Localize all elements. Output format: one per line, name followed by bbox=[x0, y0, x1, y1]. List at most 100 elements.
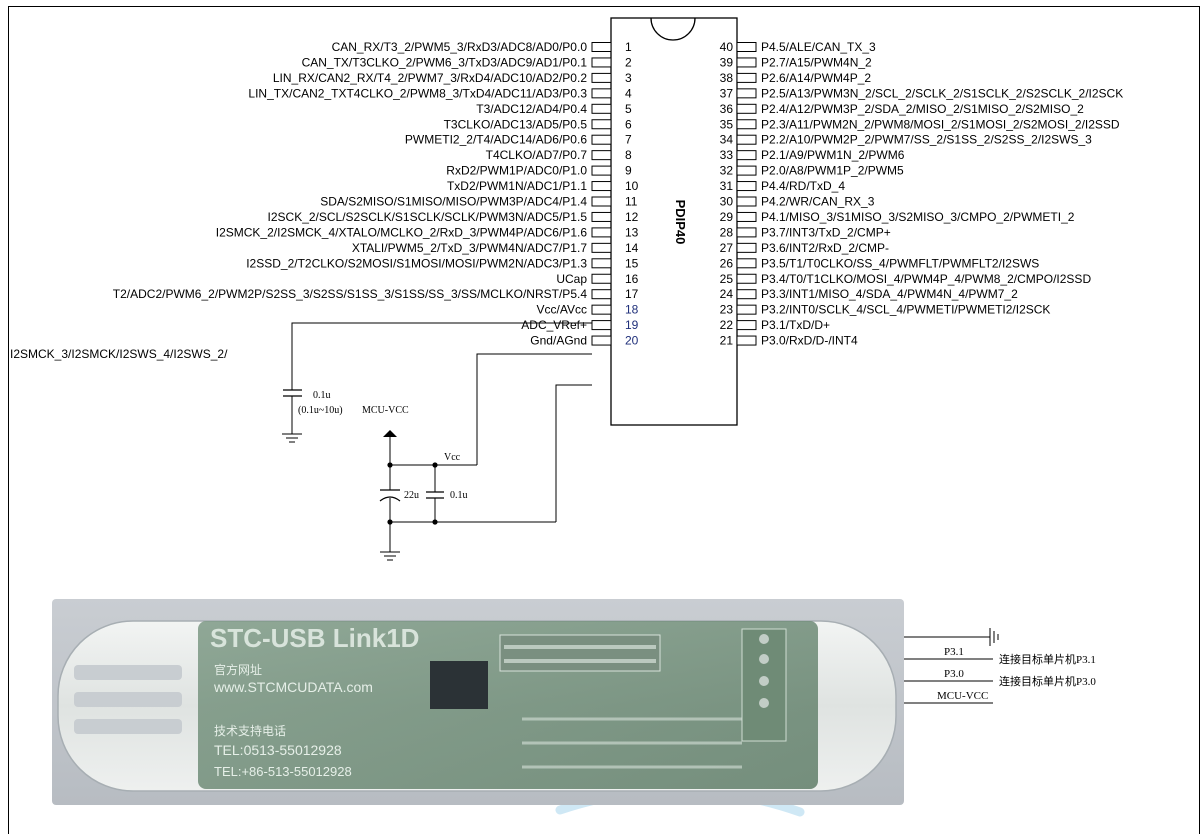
usb-pin-header bbox=[741, 628, 787, 742]
pin-number: 6 bbox=[625, 117, 632, 131]
pin-label: P3.5/T1/T0CLKO/SS_4/PWMFLT/PWMFLT2/I2SWS bbox=[761, 256, 1039, 270]
left-pin: I2SSD_2/T2CLKO/S2MOSI/S1MOSI/MOSI/PWM2N/… bbox=[246, 256, 638, 270]
pin-stub bbox=[736, 273, 757, 284]
pin-label: ADC_VRef+ bbox=[521, 318, 587, 332]
pin-stub bbox=[591, 227, 612, 238]
pin-stub bbox=[736, 88, 757, 99]
pin-stub bbox=[736, 304, 757, 315]
pin-label: UCap bbox=[556, 272, 587, 286]
pin-label: P2.4/A12/PWM3P_2/SDA_2/MISO_2/S1MISO_2/S… bbox=[761, 102, 1084, 116]
pin-label: LIN_RX/CAN2_RX/T4_2/PWM7_3/RxD4/ADC10/AD… bbox=[273, 71, 587, 85]
usb-p30-label: P3.0 bbox=[944, 668, 964, 680]
pin-label: SDA/S2MISO/S1MISO/MISO/PWM3P/ADC4/P1.4 bbox=[320, 195, 587, 209]
pin17-continuation-label: I2SMCK_3/I2SMCK/I2SWS_4/I2SWS_2/ bbox=[10, 347, 228, 361]
pin-label: T4CLKO/AD7/P0.7 bbox=[486, 148, 588, 162]
pin-number: 33 bbox=[720, 148, 734, 162]
pin-number: 29 bbox=[720, 210, 734, 224]
pin-label: I2SCK_2/SCL/S2SCLK/S1SCLK/SCLK/PWM3N/ADC… bbox=[268, 210, 588, 224]
usb-mcu-vcc-label: MCU-VCC bbox=[937, 690, 988, 702]
usb-silkscreen-line: TEL:0513-55012928 bbox=[214, 742, 342, 758]
pin-stub bbox=[591, 196, 612, 207]
pin-label: P4.5/ALE/CAN_TX_3 bbox=[761, 40, 876, 54]
pin-number: 19 bbox=[625, 318, 639, 332]
pin-stub bbox=[736, 196, 757, 207]
pin-stub bbox=[591, 335, 612, 346]
usb-silkscreen-line: TEL:+86-513-55012928 bbox=[214, 764, 352, 779]
pin-label: RxD2/PWM1P/ADC0/P1.0 bbox=[446, 164, 587, 178]
pin-stub bbox=[736, 211, 757, 222]
pin-stub bbox=[591, 42, 612, 52]
usb-p31-desc: 连接目标单片机P3.1 bbox=[999, 652, 1096, 666]
pin-number: 4 bbox=[625, 86, 632, 100]
vcc-arrow bbox=[383, 430, 397, 437]
pin-label: T2/ADC2/PWM6_2/PWM2P/S2SS_3/S2SS/S1SS_3/… bbox=[113, 287, 588, 301]
pin-number: 3 bbox=[625, 71, 632, 85]
pin-number: 36 bbox=[720, 102, 734, 116]
pin-label: CAN_TX/T3CLKO_2/PWM6_3/TxD3/ADC9/AD1/P0.… bbox=[302, 55, 588, 69]
pin-number: 30 bbox=[720, 195, 734, 209]
pin-stub bbox=[591, 88, 612, 99]
pin-number: 27 bbox=[720, 241, 734, 255]
right-pin: 40 P4.5/ALE/CAN_TX_3 bbox=[720, 40, 876, 54]
pin-stub bbox=[736, 320, 757, 331]
ucap-cap-range: (0.1u~10u) bbox=[298, 405, 343, 416]
pin-number: 32 bbox=[720, 164, 734, 178]
ground-symbol bbox=[282, 433, 302, 443]
pin-stub bbox=[736, 227, 757, 238]
pin-stub bbox=[591, 181, 612, 192]
usb-silkscreen-line: 技术支持电话 bbox=[214, 723, 286, 738]
usb-silkscreen-line: www.STCMCUDATA.com bbox=[213, 679, 373, 695]
pin-number: 12 bbox=[625, 210, 639, 224]
vcc-net-label: Vcc bbox=[444, 452, 461, 463]
usb-silkscreen-title: STC-USB Link1D bbox=[210, 623, 419, 653]
pin-label: P4.2/WR/CAN_RX_3 bbox=[761, 195, 875, 209]
cap-22u-label: 22u bbox=[404, 490, 419, 501]
pin-number: 40 bbox=[720, 40, 734, 54]
right-pin: 30 P4.2/WR/CAN_RX_3 bbox=[720, 195, 875, 209]
pin-label: P2.7/A15/PWM4N_2 bbox=[761, 55, 872, 69]
pin-stub bbox=[591, 134, 612, 145]
pin-number: 20 bbox=[625, 334, 639, 348]
pin-number: 26 bbox=[720, 256, 734, 270]
pin-stub bbox=[736, 150, 757, 161]
pin-number: 35 bbox=[720, 117, 734, 131]
pin-number: 17 bbox=[625, 287, 639, 301]
pin-label: P2.5/A13/PWM3N_2/SCL_2/SCLK_2/S1SCLK_2/S… bbox=[761, 86, 1123, 100]
usb-silkscreen-line: 官方网址 bbox=[214, 662, 262, 677]
pin-stub bbox=[736, 42, 757, 52]
pin-stub bbox=[591, 72, 612, 83]
pin-stub bbox=[591, 289, 612, 300]
pin-stub bbox=[591, 103, 612, 114]
pin-number: 7 bbox=[625, 133, 632, 147]
pin-stub bbox=[591, 258, 612, 269]
pin-label: I2SMCK_2/I2SMCK_4/XTALO/MCLKO_2/RxD_3/PW… bbox=[216, 225, 588, 239]
left-pin: T4CLKO/AD7/P0.7 8 bbox=[486, 148, 632, 162]
pin-number: 13 bbox=[625, 225, 639, 239]
left-pin: ADC_VRef+ 19 bbox=[521, 318, 638, 332]
usb-link-tool-photo: STC-USB Link1D 官方网址 www.STCMCUDATA.com 技… bbox=[52, 599, 904, 805]
pin-number: 8 bbox=[625, 148, 632, 162]
left-pin: CAN_TX/T3CLKO_2/PWM6_3/TxD3/ADC9/AD1/P0.… bbox=[302, 55, 632, 69]
usb-connector-contacts bbox=[74, 665, 182, 734]
pin-stub bbox=[736, 165, 757, 176]
pin-number: 21 bbox=[720, 334, 734, 348]
pin-label: PWMETI2_2/T4/ADC14/AD6/P0.6 bbox=[405, 133, 587, 147]
pin-stub bbox=[736, 242, 757, 253]
ucap-cap-value: 0.1u bbox=[313, 390, 331, 401]
pin-stub bbox=[591, 57, 612, 68]
